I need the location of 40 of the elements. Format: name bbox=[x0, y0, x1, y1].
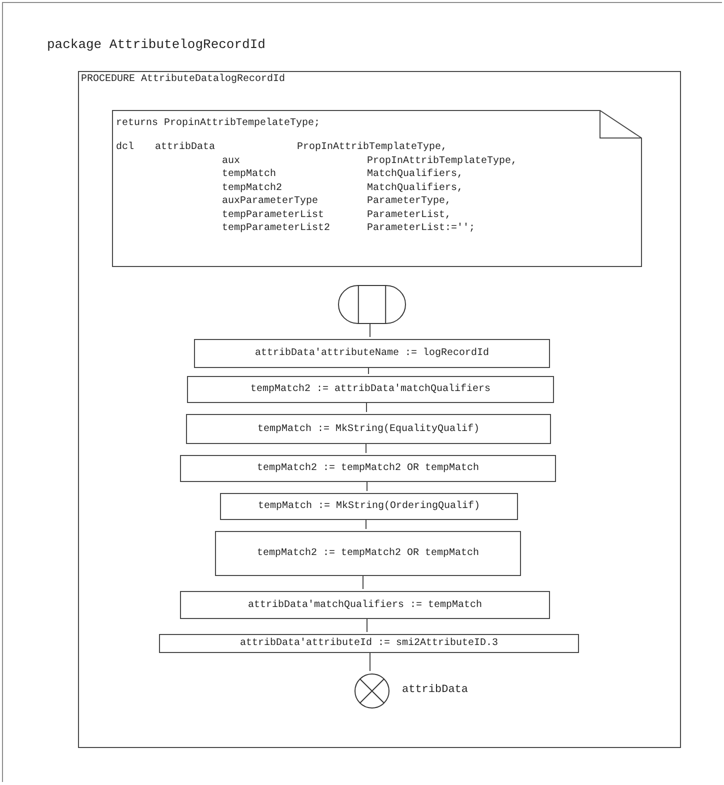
statement-text: tempMatch := MkString(OrderingQualif) bbox=[258, 501, 480, 512]
statement-text: tempMatch2 := tempMatch2 OR tempMatch bbox=[256, 548, 480, 559]
statement-text: attribData'attributeName := logRecordId bbox=[254, 348, 490, 359]
declaration-text: tempMatch2 bbox=[222, 182, 282, 194]
process-box bbox=[159, 634, 579, 653]
declaration-text: tempParameterList bbox=[222, 210, 324, 222]
process-box bbox=[186, 414, 551, 444]
declaration-text: MatchQualifiers, bbox=[367, 182, 464, 194]
process-box bbox=[220, 493, 518, 520]
declaration-note bbox=[112, 110, 642, 267]
process-box bbox=[187, 376, 554, 403]
declaration-text: ParameterList:=''; bbox=[367, 223, 476, 235]
statement-text: attribData'matchQualifiers := tempMatch bbox=[248, 600, 482, 610]
package-title: package AttributelogRecordId bbox=[47, 39, 266, 51]
declaration-text: tempParameterList2 bbox=[222, 223, 330, 235]
result-label: attribData bbox=[402, 684, 468, 696]
declaration-text: attribData bbox=[155, 142, 216, 154]
statement-text: tempMatch := MkString(EqualityQualif) bbox=[257, 424, 480, 434]
declaration-text: dcl bbox=[116, 142, 134, 154]
declaration-text: PropInAttribTemplateType, bbox=[297, 142, 448, 154]
declaration-text: PropInAttribTemplateType, bbox=[367, 156, 518, 168]
declaration-text: auxParameterType bbox=[222, 196, 318, 208]
declaration-text: MatchQualifiers, bbox=[367, 169, 464, 181]
process-box bbox=[180, 455, 556, 482]
process-box bbox=[180, 591, 550, 619]
procedure-frame bbox=[78, 71, 681, 748]
procedure-title: PROCEDURE AttributeDatalogRecordId bbox=[81, 74, 286, 86]
declaration-text: ParameterType, bbox=[367, 196, 452, 208]
process-box bbox=[194, 339, 550, 368]
statement-text: attribData'attributeId := smi2AttributeID.3 bbox=[240, 638, 498, 649]
process-box bbox=[215, 531, 521, 576]
declaration-text: aux bbox=[222, 156, 240, 168]
statement-text: tempMatch2 := attribData'matchQualifiers bbox=[250, 384, 491, 395]
start-terminator bbox=[338, 285, 406, 324]
declaration-text: returns PropinAttribTempelateType; bbox=[116, 118, 320, 130]
connector bbox=[366, 616, 368, 632]
connector bbox=[362, 574, 364, 590]
statement-text: tempMatch2 := tempMatch2 OR tempMatch bbox=[256, 463, 480, 474]
declaration-text: tempMatch bbox=[222, 169, 276, 181]
declaration-text: ParameterList, bbox=[367, 210, 452, 222]
